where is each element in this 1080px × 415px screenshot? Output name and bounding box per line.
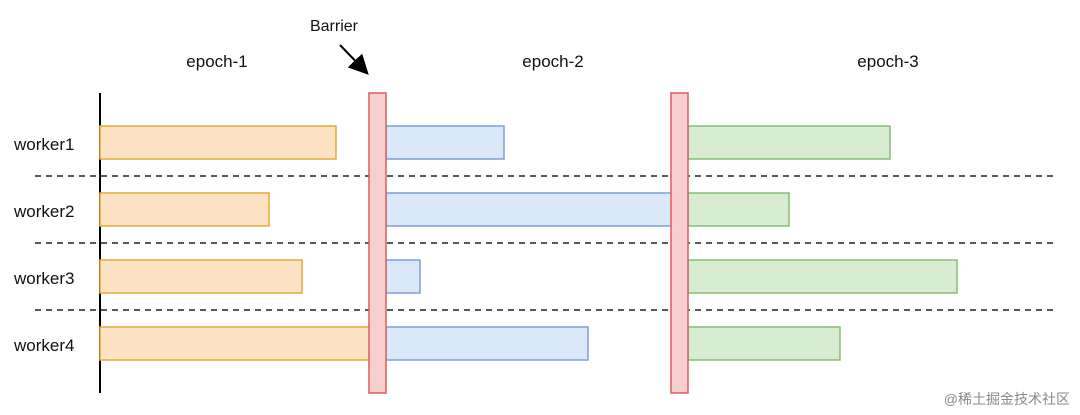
worker2-label: worker2 (13, 202, 74, 221)
worker2-epoch3-bar (687, 192, 790, 227)
worker3-label: worker3 (13, 269, 74, 288)
epoch-1-label: epoch-1 (186, 52, 247, 71)
worker1-label: worker1 (13, 135, 74, 154)
barrier-arrow (339, 44, 369, 75)
worker4-epoch1-bar (99, 326, 371, 361)
worker3-epoch1-bar (99, 259, 303, 294)
worker1-epoch3-bar (687, 125, 891, 160)
worker2-epoch2-bar (385, 192, 673, 227)
barrier-2 (670, 92, 689, 394)
worker3-epoch2-bar (385, 259, 421, 294)
worker4-label: worker4 (13, 336, 74, 355)
watermark-text: @稀土掘金技术社区 (944, 391, 1070, 407)
worker2-epoch1-bar (99, 192, 270, 227)
worker1-epoch2-bar (385, 125, 505, 160)
epoch-3-label: epoch-3 (857, 52, 918, 71)
barrier-label: Barrier (310, 18, 359, 35)
worker4-epoch3-bar (687, 326, 841, 361)
worker3-epoch3-bar (687, 259, 958, 294)
worker1-epoch1-bar (99, 125, 337, 160)
barrier-1 (368, 92, 387, 394)
epoch-2-label: epoch-2 (522, 52, 583, 71)
worker4-epoch2-bar (385, 326, 589, 361)
